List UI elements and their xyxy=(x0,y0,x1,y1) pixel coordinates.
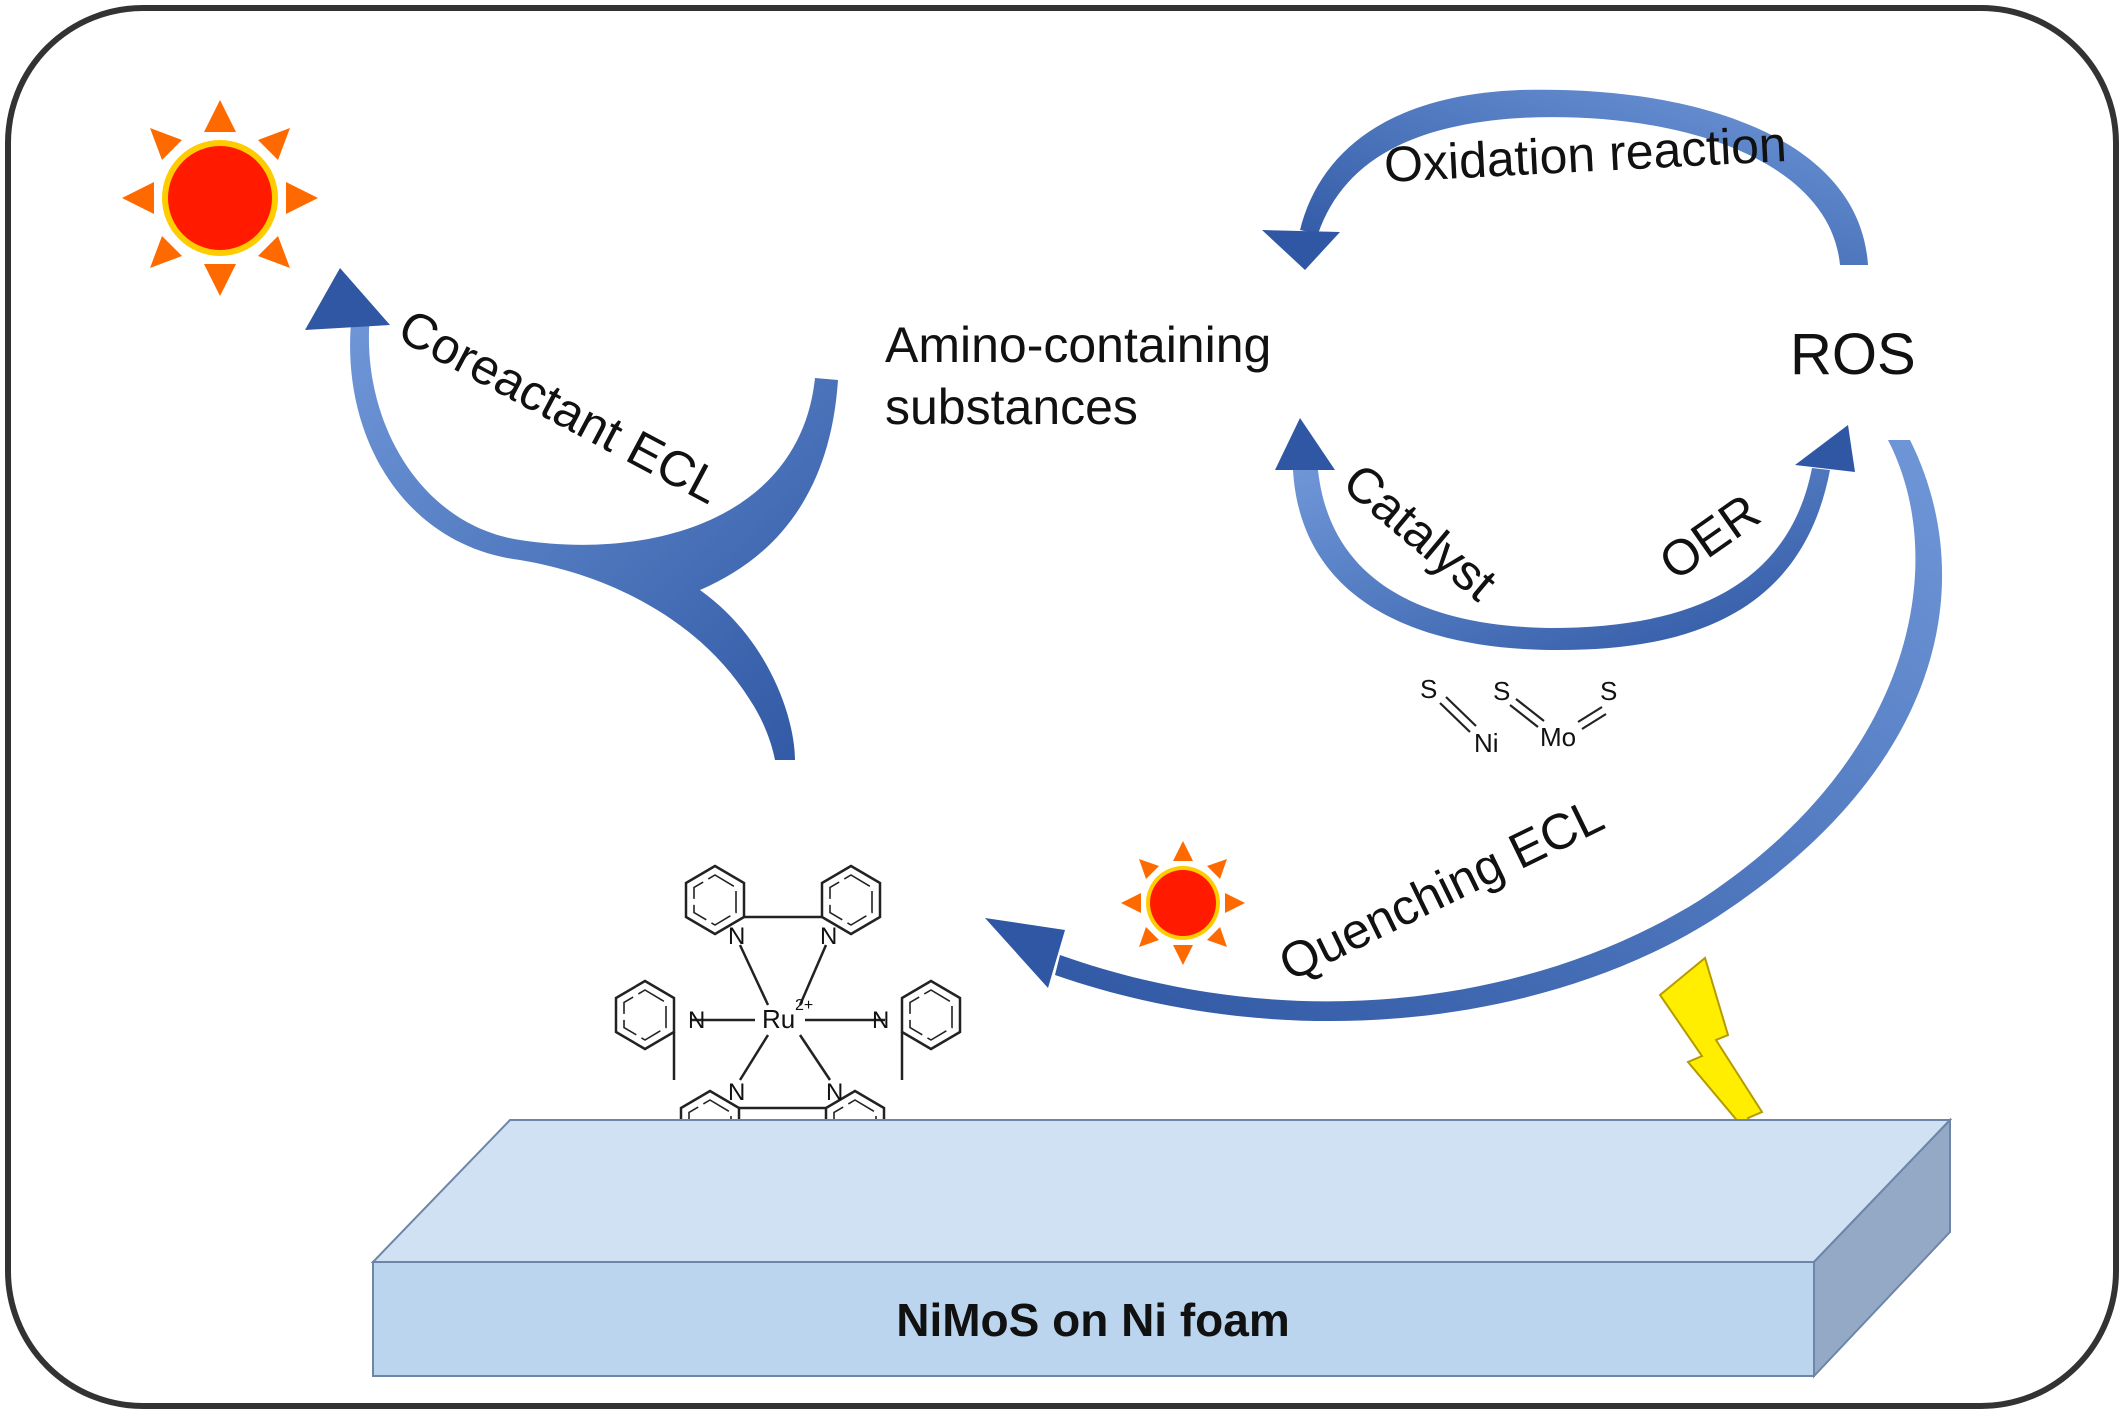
nimos-mo: Mo xyxy=(1540,722,1576,752)
slab-front xyxy=(372,1261,1815,1377)
ru-bpy-complex: N N N N N N Ru 2+ xyxy=(614,864,962,1161)
slab-top xyxy=(370,1119,1953,1263)
ni-foam-substrate: NiMoS on Ni foam xyxy=(370,1117,1953,1379)
amino-label-line1: Amino-containing xyxy=(885,317,1271,373)
nimos-s2: S xyxy=(1493,676,1510,706)
ru-charge: 2+ xyxy=(795,997,813,1014)
coreactant-arrow xyxy=(305,268,838,760)
ru-n3: N xyxy=(688,1007,705,1034)
oxidation-arrow xyxy=(1262,89,1868,270)
nimos-s3: S xyxy=(1600,676,1617,706)
ru-n1: N xyxy=(728,923,745,950)
nimos-ni: Ni xyxy=(1474,728,1499,758)
sun-icon-small xyxy=(1121,841,1245,965)
ru-n5: N xyxy=(728,1079,745,1106)
quenching-arrow xyxy=(985,440,1943,1022)
ru-metal: Ru xyxy=(762,1004,795,1034)
nimos-s1: S xyxy=(1420,674,1437,704)
ru-n4: N xyxy=(872,1007,889,1034)
sun-icon-large xyxy=(122,100,318,296)
catalyst-oer-arrow xyxy=(1275,418,1855,651)
ru-n2: N xyxy=(820,923,837,950)
outer-frame xyxy=(5,5,2119,1409)
ru-n6: N xyxy=(826,1079,843,1106)
nimos-structure: S S S Ni Mo xyxy=(1420,674,1617,758)
ros-label: ROS xyxy=(1790,322,1916,387)
substrate-label: NiMoS on Ni foam xyxy=(896,1294,1290,1346)
amino-label-line2: substances xyxy=(885,379,1138,435)
